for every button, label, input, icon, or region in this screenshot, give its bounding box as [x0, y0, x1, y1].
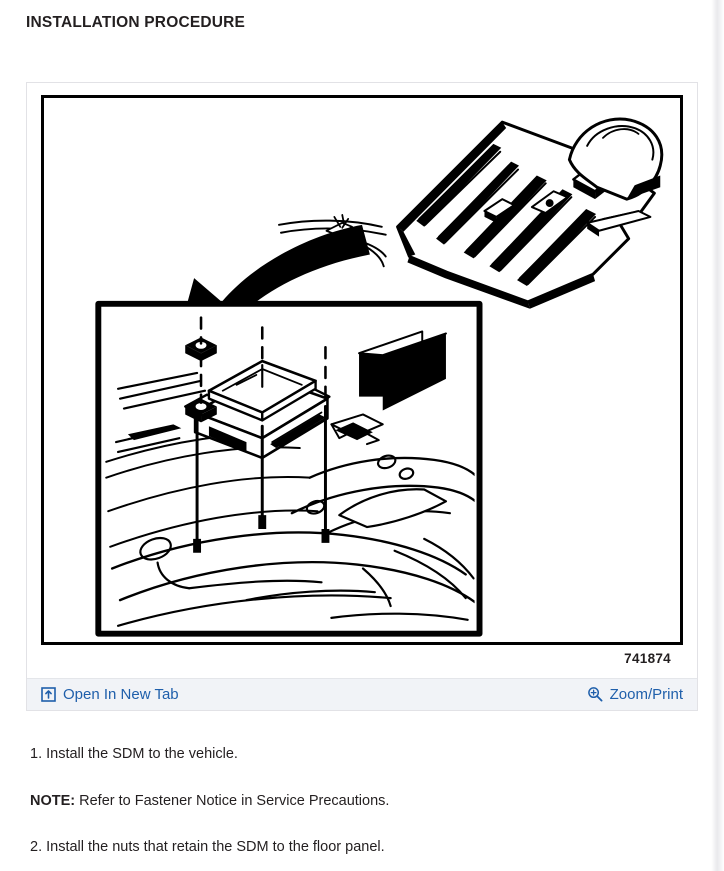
installation-illustration: [95, 117, 664, 637]
page-title: INSTALLATION PROCEDURE: [26, 14, 246, 31]
step-1: 1. Install the SDM to the vehicle.: [30, 746, 238, 762]
open-in-new-tab-icon: [41, 686, 56, 702]
page-edge-shadow: [706, 0, 724, 871]
figure-number: 741874: [624, 651, 671, 666]
magnifier-plus-icon: [587, 686, 603, 702]
note-text: Refer to Fastener Notice in Service Prec…: [75, 792, 390, 809]
zoom-print-link[interactable]: Zoom/Print: [587, 686, 683, 702]
figure-toolbar: Open In New Tab Zoom/Print: [27, 678, 697, 710]
zoom-print-label: Zoom/Print: [609, 685, 683, 703]
step-2: 2. Install the nuts that retain the SDM …: [30, 839, 385, 856]
open-in-new-tab-link[interactable]: Open In New Tab: [41, 687, 179, 702]
figure-body: 741874: [27, 83, 697, 678]
figure-frame: [41, 95, 683, 645]
figure-card: 741874 Open In New Tab Zoom/Print: [26, 82, 698, 711]
step-note: NOTE: Refer to Fastener Notice in Servic…: [30, 792, 690, 812]
procedure-steps: 1. Install the SDM to the vehicle. NOTE:…: [30, 745, 690, 858]
open-in-new-tab-label: Open In New Tab: [63, 685, 179, 703]
note-label: NOTE:: [30, 792, 76, 809]
